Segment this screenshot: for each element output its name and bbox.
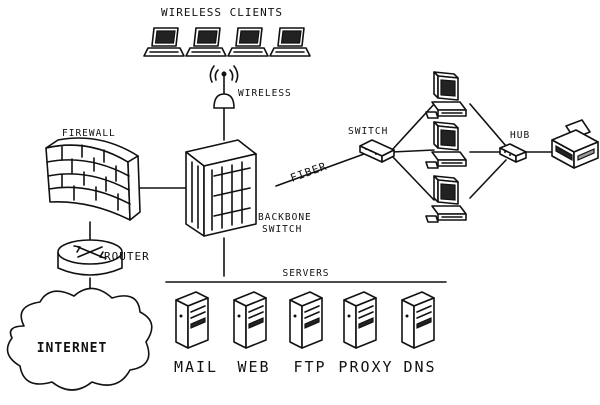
laptop-icon: [269, 27, 311, 57]
link-fiber: [275, 153, 365, 187]
label-backbone-line2: SWITCH: [262, 224, 302, 235]
label-server-proxy: PROXY: [338, 358, 393, 376]
cloud-icon: [6, 287, 153, 391]
label-backbone-line1: BACKBONE: [258, 212, 312, 223]
label-fiber: FIBER: [289, 160, 329, 185]
link-hub-pc3: [469, 159, 507, 199]
label-server-dns: DNS: [403, 358, 436, 376]
label-firewall: FIREWALL: [62, 128, 116, 139]
server-proxy-icon: [343, 291, 377, 349]
label-server-web: WEB: [237, 358, 270, 376]
hub-icon: [499, 143, 527, 163]
wireless-access-point-icon: [209, 65, 239, 109]
router-icon: [57, 239, 123, 276]
connections: [89, 101, 553, 301]
server-web-icon: [233, 291, 267, 349]
desktop-computer-icon: [425, 121, 467, 169]
link-switch-pc2: [391, 149, 435, 153]
label-hub: HUB: [510, 130, 530, 141]
server-ftp-icon: [289, 291, 323, 349]
backbone-switch-icon: [185, 139, 257, 237]
label-wireless-clients: WIRELESS CLIENTS: [161, 6, 283, 19]
label-server-ftp: FTP: [293, 358, 326, 376]
desktop-computer-icon: [425, 175, 467, 223]
server-mail-icon: [175, 291, 209, 349]
desktop-computer-icon: [425, 71, 467, 119]
label-server-mail: MAIL: [174, 358, 218, 376]
label-servers: SERVERS: [282, 268, 329, 279]
label-router: ROUTER: [104, 250, 150, 263]
server-dns-icon: [401, 291, 435, 349]
link-switch-pc3: [391, 155, 435, 201]
label-wireless: WIRELESS: [238, 88, 292, 99]
laptop-icon: [143, 27, 185, 57]
laptop-icon: [227, 27, 269, 57]
firewall-icon: [45, 137, 141, 221]
printer-icon: [551, 119, 599, 169]
laptop-icon: [185, 27, 227, 57]
label-switch: SWITCH: [348, 126, 388, 137]
wireless-clients: [143, 27, 311, 57]
link-hub-pc1: [469, 103, 507, 147]
link-switch-pc1: [391, 101, 437, 151]
label-internet: INTERNET: [37, 341, 108, 356]
switch-icon: [359, 139, 395, 163]
